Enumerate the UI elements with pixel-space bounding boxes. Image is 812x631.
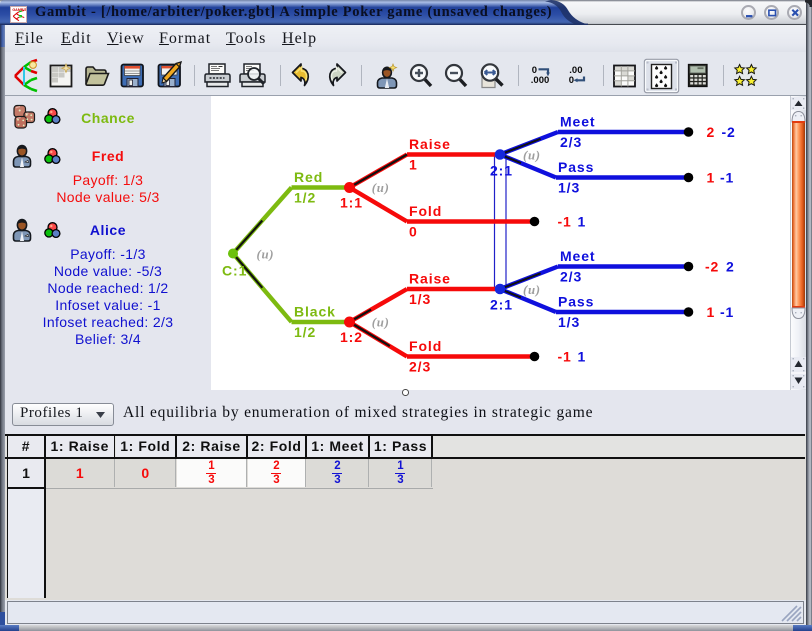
svg-text:Black: Black bbox=[294, 304, 336, 320]
svg-text:1: 1 bbox=[578, 214, 587, 230]
svg-text:2: 2 bbox=[726, 259, 735, 275]
svg-text:Red: Red bbox=[294, 169, 323, 185]
svg-text:.00: .00 bbox=[569, 65, 582, 76]
svg-text:(u): (u) bbox=[523, 283, 541, 297]
svg-text:2:1: 2:1 bbox=[490, 297, 513, 313]
svg-text:1:2: 1:2 bbox=[340, 329, 363, 345]
svg-text:Meet: Meet bbox=[560, 248, 596, 264]
svg-text:Fold: Fold bbox=[409, 203, 442, 219]
svg-text:1/3: 1/3 bbox=[558, 180, 580, 196]
svg-text:.000: .000 bbox=[531, 75, 550, 86]
svg-text:1: 1 bbox=[707, 304, 716, 320]
svg-text:0: 0 bbox=[409, 224, 418, 240]
svg-text:-2: -2 bbox=[705, 259, 719, 275]
svg-text:-2: -2 bbox=[722, 124, 736, 140]
svg-text:GAMBIT: GAMBIT bbox=[12, 8, 26, 12]
svg-text:(u): (u) bbox=[257, 248, 275, 262]
svg-text:1/3: 1/3 bbox=[409, 291, 431, 307]
svg-text:Meet: Meet bbox=[560, 114, 596, 130]
svg-text:C:1: C:1 bbox=[222, 263, 247, 279]
svg-text:-1: -1 bbox=[720, 304, 734, 320]
svg-text:Raise: Raise bbox=[409, 136, 451, 152]
svg-text:2/3: 2/3 bbox=[409, 359, 431, 375]
svg-text:1:1: 1:1 bbox=[340, 195, 363, 211]
svg-text:1/2: 1/2 bbox=[294, 324, 316, 340]
svg-text:(u): (u) bbox=[372, 181, 390, 195]
svg-text:Pass: Pass bbox=[558, 159, 594, 175]
svg-text:1: 1 bbox=[707, 170, 716, 186]
svg-text:Pass: Pass bbox=[558, 294, 594, 310]
svg-text:1: 1 bbox=[578, 349, 587, 365]
svg-text:-1: -1 bbox=[558, 349, 572, 365]
svg-text:2/3: 2/3 bbox=[560, 134, 582, 150]
svg-text:(u): (u) bbox=[523, 148, 541, 162]
svg-text:-1: -1 bbox=[558, 214, 572, 230]
svg-text:Raise: Raise bbox=[409, 271, 451, 287]
svg-text:2/3: 2/3 bbox=[560, 269, 582, 285]
svg-text:-1: -1 bbox=[720, 170, 734, 186]
svg-text:Fold: Fold bbox=[409, 338, 442, 354]
svg-text:1/2: 1/2 bbox=[294, 190, 316, 206]
svg-text:0: 0 bbox=[532, 65, 537, 76]
svg-text:(u): (u) bbox=[372, 316, 390, 330]
svg-text:2:1: 2:1 bbox=[490, 163, 513, 179]
svg-text:0: 0 bbox=[569, 75, 574, 86]
svg-text:1/3: 1/3 bbox=[558, 314, 580, 330]
svg-text:2: 2 bbox=[707, 124, 716, 140]
svg-text:1: 1 bbox=[409, 157, 418, 173]
